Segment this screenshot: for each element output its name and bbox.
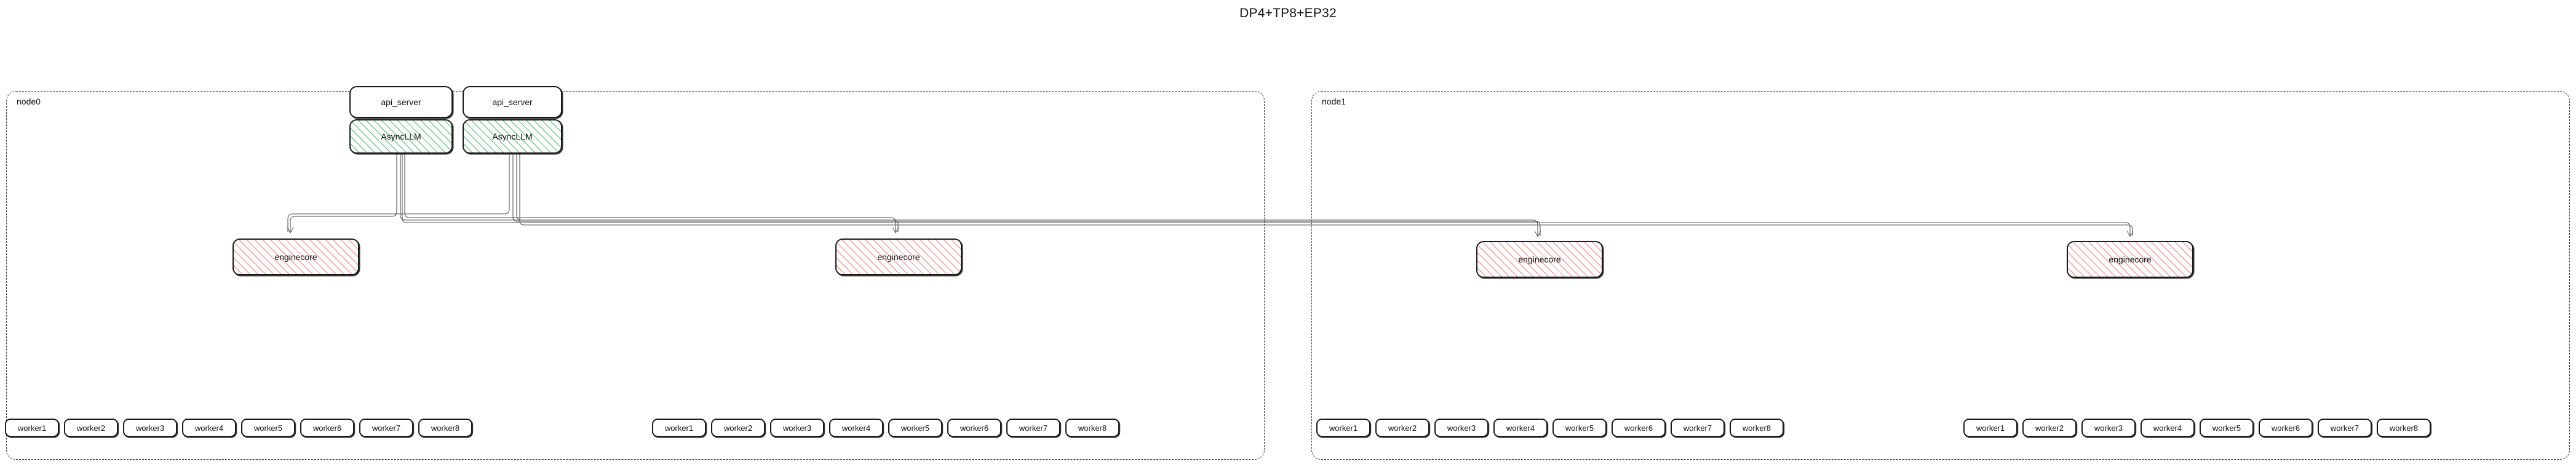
worker-box-node0-g1-1[interactable]: worker1	[652, 419, 706, 437]
worker-box-node1-g0-7[interactable]: worker7	[1671, 419, 1725, 437]
asyncllm-box-node0-1[interactable]: AsyncLLM	[463, 119, 562, 154]
worker-box-node0-g1-4-label: worker4	[841, 423, 871, 433]
worker-box-node1-g0-4[interactable]: worker4	[1493, 419, 1548, 437]
worker-box-node1-g0-5-label: worker5	[1565, 423, 1594, 433]
api-server-box-node0-0[interactable]: api_server	[349, 86, 453, 118]
worker-box-node0-g0-6-label: worker6	[312, 423, 342, 433]
worker-box-node0-g1-3[interactable]: worker3	[770, 419, 824, 437]
worker-box-node1-g1-3[interactable]: worker3	[2081, 419, 2136, 437]
worker-box-node0-g1-8-label: worker8	[1078, 423, 1107, 433]
worker-box-node0-g1-3-label: worker3	[782, 423, 812, 433]
worker-box-node1-g1-1[interactable]: worker1	[1963, 419, 2017, 437]
api-server-box-node0-0-label: api_server	[381, 97, 421, 107]
worker-box-node1-g1-3-label: worker3	[2094, 423, 2123, 433]
worker-box-node0-g1-1-label: worker1	[664, 423, 694, 433]
worker-box-node0-g0-1-label: worker1	[17, 423, 47, 433]
asyncllm-box-node0-0[interactable]: AsyncLLM	[349, 119, 453, 154]
worker-box-node0-g0-3[interactable]: worker3	[123, 419, 177, 437]
worker-box-node0-g1-2-label: worker2	[723, 423, 753, 433]
worker-box-node1-g0-1-label: worker1	[1329, 423, 1358, 433]
worker-box-node1-g1-5[interactable]: worker5	[2200, 419, 2254, 437]
worker-box-node0-g1-5[interactable]: worker5	[888, 419, 942, 437]
worker-box-node1-g0-3[interactable]: worker3	[1434, 419, 1489, 437]
worker-box-node0-g1-4[interactable]: worker4	[829, 419, 883, 437]
worker-box-node1-g1-6-label: worker6	[2271, 423, 2300, 433]
worker-box-node1-g1-4-label: worker4	[2153, 423, 2182, 433]
worker-box-node0-g0-8[interactable]: worker8	[418, 419, 472, 437]
worker-box-node1-g1-2[interactable]: worker2	[2022, 419, 2077, 437]
worker-box-node1-g0-4-label: worker4	[1506, 423, 1535, 433]
worker-box-node1-g1-8-label: worker8	[2389, 423, 2419, 433]
enginecore-box-node0-0[interactable]: enginecore	[233, 238, 359, 275]
worker-box-node1-g1-2-label: worker2	[2035, 423, 2064, 433]
worker-box-node0-g1-8[interactable]: worker8	[1065, 419, 1119, 437]
node-cluster-node1: node1	[1311, 91, 2570, 460]
node-label-node0: node0	[17, 97, 41, 106]
worker-box-node1-g1-6[interactable]: worker6	[2259, 419, 2313, 437]
worker-box-node1-g1-1-label: worker1	[1976, 423, 2005, 433]
worker-box-node0-g0-3-label: worker3	[135, 423, 165, 433]
asyncllm-box-node0-0-label: AsyncLLM	[381, 132, 421, 141]
worker-box-node0-g0-4[interactable]: worker4	[182, 419, 236, 437]
api-server-box-node0-1-label: api_server	[492, 97, 533, 107]
worker-box-node1-g0-1[interactable]: worker1	[1316, 419, 1370, 437]
enginecore-box-node1-1-label: enginecore	[2109, 254, 2152, 264]
worker-box-node1-g1-7[interactable]: worker7	[2318, 419, 2372, 437]
worker-box-node1-g0-6[interactable]: worker6	[1612, 419, 1666, 437]
worker-box-node0-g0-7[interactable]: worker7	[359, 419, 413, 437]
api-server-box-node0-1[interactable]: api_server	[463, 86, 562, 118]
worker-box-node0-g0-5[interactable]: worker5	[241, 419, 295, 437]
worker-box-node0-g0-1[interactable]: worker1	[5, 419, 59, 437]
worker-box-node0-g1-6-label: worker6	[960, 423, 989, 433]
worker-box-node1-g0-6-label: worker6	[1624, 423, 1653, 433]
enginecore-box-node1-1[interactable]: enginecore	[2067, 241, 2193, 278]
enginecore-box-node0-1[interactable]: enginecore	[835, 238, 962, 275]
worker-box-node1-g0-5[interactable]: worker5	[1552, 419, 1607, 437]
worker-box-node1-g0-2[interactable]: worker2	[1375, 419, 1429, 437]
worker-box-node0-g0-8-label: worker8	[431, 423, 460, 433]
worker-box-node0-g0-7-label: worker7	[372, 423, 401, 433]
worker-box-node1-g1-8[interactable]: worker8	[2377, 419, 2431, 437]
worker-box-node1-g1-5-label: worker5	[2212, 423, 2241, 433]
worker-box-node0-g0-6[interactable]: worker6	[300, 419, 354, 437]
worker-box-node0-g1-7[interactable]: worker7	[1006, 419, 1060, 437]
worker-box-node0-g0-2-label: worker2	[76, 423, 106, 433]
worker-box-node1-g0-8-label: worker8	[1742, 423, 1771, 433]
page-title: DP4+TP8+EP32	[1239, 6, 1337, 20]
worker-box-node0-g0-2[interactable]: worker2	[64, 419, 118, 437]
worker-box-node1-g0-2-label: worker2	[1388, 423, 1417, 433]
enginecore-box-node0-0-label: enginecore	[274, 252, 317, 262]
worker-box-node1-g0-7-label: worker7	[1683, 423, 1712, 433]
enginecore-box-node0-1-label: enginecore	[877, 252, 920, 262]
node-label-node1: node1	[1322, 97, 1346, 106]
worker-box-node0-g1-6[interactable]: worker6	[947, 419, 1001, 437]
worker-box-node0-g1-5-label: worker5	[900, 423, 930, 433]
asyncllm-box-node0-1-label: AsyncLLM	[492, 132, 533, 141]
worker-box-node0-g0-4-label: worker4	[194, 423, 224, 433]
enginecore-box-node1-0-label: enginecore	[1518, 254, 1561, 264]
worker-box-node1-g1-4[interactable]: worker4	[2141, 419, 2195, 437]
worker-box-node0-g1-2[interactable]: worker2	[711, 419, 765, 437]
worker-box-node1-g0-8[interactable]: worker8	[1730, 419, 1784, 437]
worker-box-node1-g1-7-label: worker7	[2330, 423, 2359, 433]
worker-box-node0-g1-7-label: worker7	[1019, 423, 1048, 433]
enginecore-box-node1-0[interactable]: enginecore	[1476, 241, 1603, 278]
node-cluster-node0: node0	[6, 91, 1265, 460]
worker-box-node1-g0-3-label: worker3	[1447, 423, 1476, 433]
worker-box-node0-g0-5-label: worker5	[253, 423, 283, 433]
